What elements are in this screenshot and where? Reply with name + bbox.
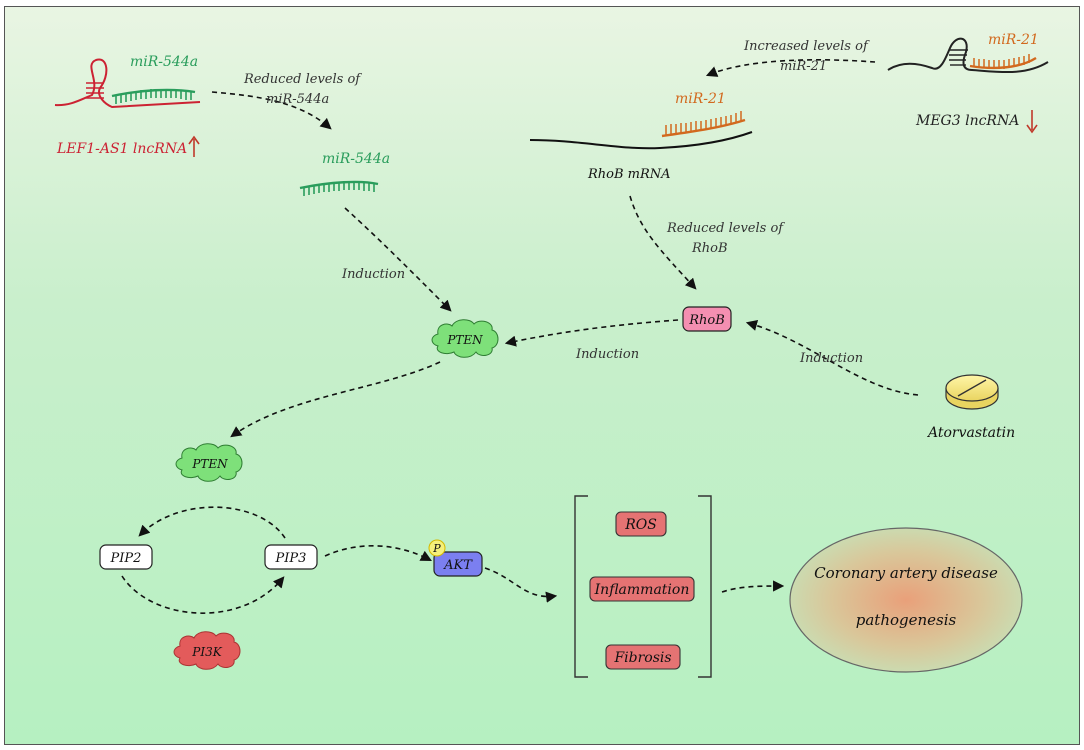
lef1-mir544a-label: miR-544a [130, 54, 198, 70]
reduced-mir544a-label-line1: Reduced levels of [243, 72, 362, 87]
increased-mir21-arrow [705, 59, 876, 77]
induction-right-label: Induction [799, 351, 863, 366]
pip3-to-pip2-arrow [138, 506, 286, 539]
lef1-as1-label: LEF1-AS1 lncRNA [56, 141, 187, 157]
rhob-mir21-label: miR-21 [675, 91, 726, 107]
atorvastatin-pill-icon [945, 374, 999, 410]
free-mir544a-label: miR-544a [322, 151, 390, 167]
induction-rhob-pten-arrow [504, 319, 679, 347]
inflammation-box: Inflammation [589, 576, 695, 602]
pip2-label: PIP2 [110, 551, 142, 566]
fibrosis-box: Fibrosis [605, 644, 681, 670]
outcome-ellipse: Coronary artery disease pathogenesis [789, 527, 1023, 673]
pten-lower: PTEN [175, 443, 243, 482]
pip2-to-pip3-arrow [121, 575, 285, 614]
increased-mir21-label-line2: miR-21 [780, 59, 827, 74]
reduced-rhob-arrow [629, 195, 697, 290]
effects-to-outcome-arrow [721, 580, 785, 593]
akt-box: AKT P [428, 539, 483, 577]
rhob-mrna-label: RhoB mRNA [587, 167, 671, 182]
meg3-mir21-label: miR-21 [988, 32, 1039, 48]
lef1-as1-lncrna [54, 58, 201, 109]
pip3-box: PIP3 [264, 544, 318, 570]
reduced-mir544a-label-line2: miR-544a [266, 92, 329, 107]
phospho-label: P [432, 542, 441, 555]
pip3-to-akt-arrow [324, 545, 432, 562]
akt-label: AKT [443, 558, 473, 573]
pten-lower-label: PTEN [191, 457, 228, 471]
ros-box: ROS [615, 511, 667, 537]
down-arrow-icon [1026, 110, 1038, 134]
reduced-mir544a-arrow [211, 91, 332, 130]
reduced-rhob-label-line1: Reduced levels of [666, 221, 785, 236]
increased-mir21-label-line1: Increased levels of [743, 39, 870, 54]
rhob-box: RhoB [682, 306, 732, 332]
induction-middle-label: Induction [575, 347, 639, 362]
pten-upper: PTEN [431, 319, 499, 358]
pip3-label: PIP3 [275, 551, 307, 566]
ros-label: ROS [624, 517, 657, 533]
fibrosis-label: Fibrosis [613, 650, 671, 666]
inflammation-label: Inflammation [594, 582, 690, 598]
pi3k-label: PI3K [191, 645, 222, 659]
up-arrow-icon [188, 135, 200, 157]
meg3-label: MEG3 lncRNA [915, 113, 1019, 129]
induction-mir544a-pten-arrow [344, 207, 452, 312]
akt-to-effects-arrow [484, 567, 558, 603]
pi3k: PI3K [173, 631, 241, 670]
effects-bracket [574, 495, 712, 678]
reduced-rhob-label-line2: RhoB [691, 241, 728, 256]
outcome-label-line2: pathogenesis [856, 611, 957, 629]
pip2-box: PIP2 [99, 544, 153, 570]
pten-translocation-arrow [230, 361, 441, 438]
rhob-box-label: RhoB [688, 313, 725, 328]
rhob-mrna-strand [529, 111, 753, 150]
pten-upper-label: PTEN [446, 333, 483, 347]
induction-atorvastatin-rhob-arrow [745, 319, 919, 396]
free-mir544a-strand [299, 180, 379, 196]
atorvastatin-label: Atorvastatin [926, 425, 1015, 441]
induction-left-label: Induction [341, 267, 405, 282]
outcome-label-line1: Coronary artery disease [814, 564, 998, 582]
meg3-lncrna [887, 37, 1049, 74]
